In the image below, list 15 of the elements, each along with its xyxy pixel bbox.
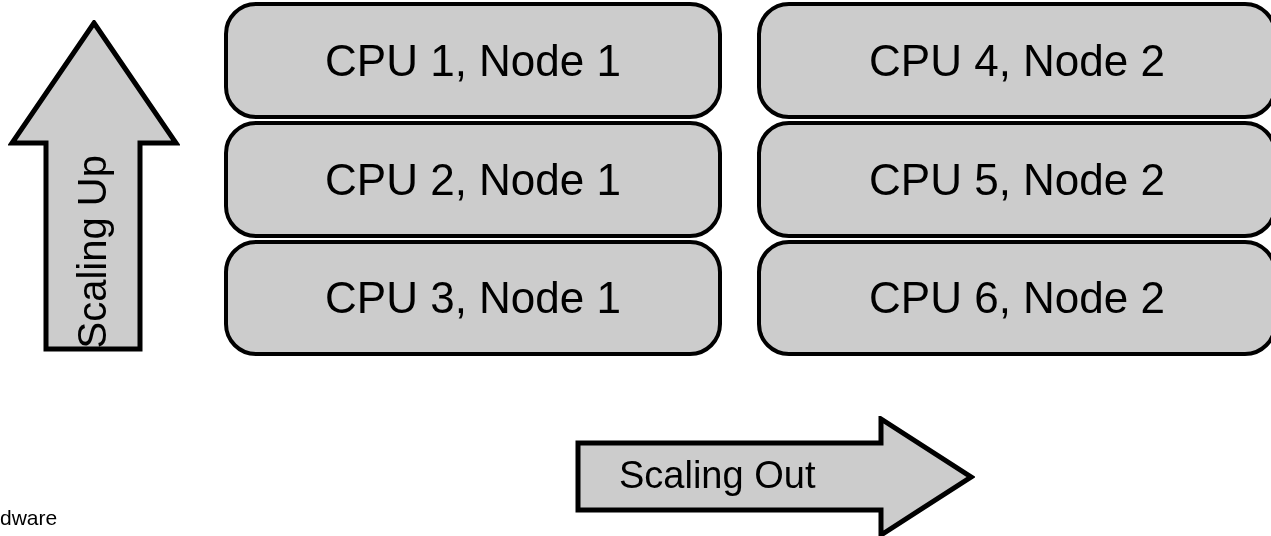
note-text: dware <box>0 506 58 530</box>
cpu-box <box>757 240 1271 356</box>
node-label: Scaling Up <box>70 155 115 349</box>
cpu-box <box>224 2 722 119</box>
node-label: CPU 2, Node 1 <box>325 154 621 205</box>
cpu-box <box>224 240 722 356</box>
cpu-box <box>757 2 1271 119</box>
node-label: Scaling Out <box>619 454 816 497</box>
cpu-box <box>224 121 722 238</box>
node-label: CPU 6, Node 2 <box>869 273 1165 323</box>
node-label: CPU 1, Node 1 <box>325 35 621 86</box>
node-label: CPU 5, Node 2 <box>869 154 1165 205</box>
node-label: CPU 3, Node 1 <box>325 273 621 323</box>
cpu-box <box>757 121 1271 238</box>
node-label: CPU 4, Node 2 <box>869 35 1165 86</box>
